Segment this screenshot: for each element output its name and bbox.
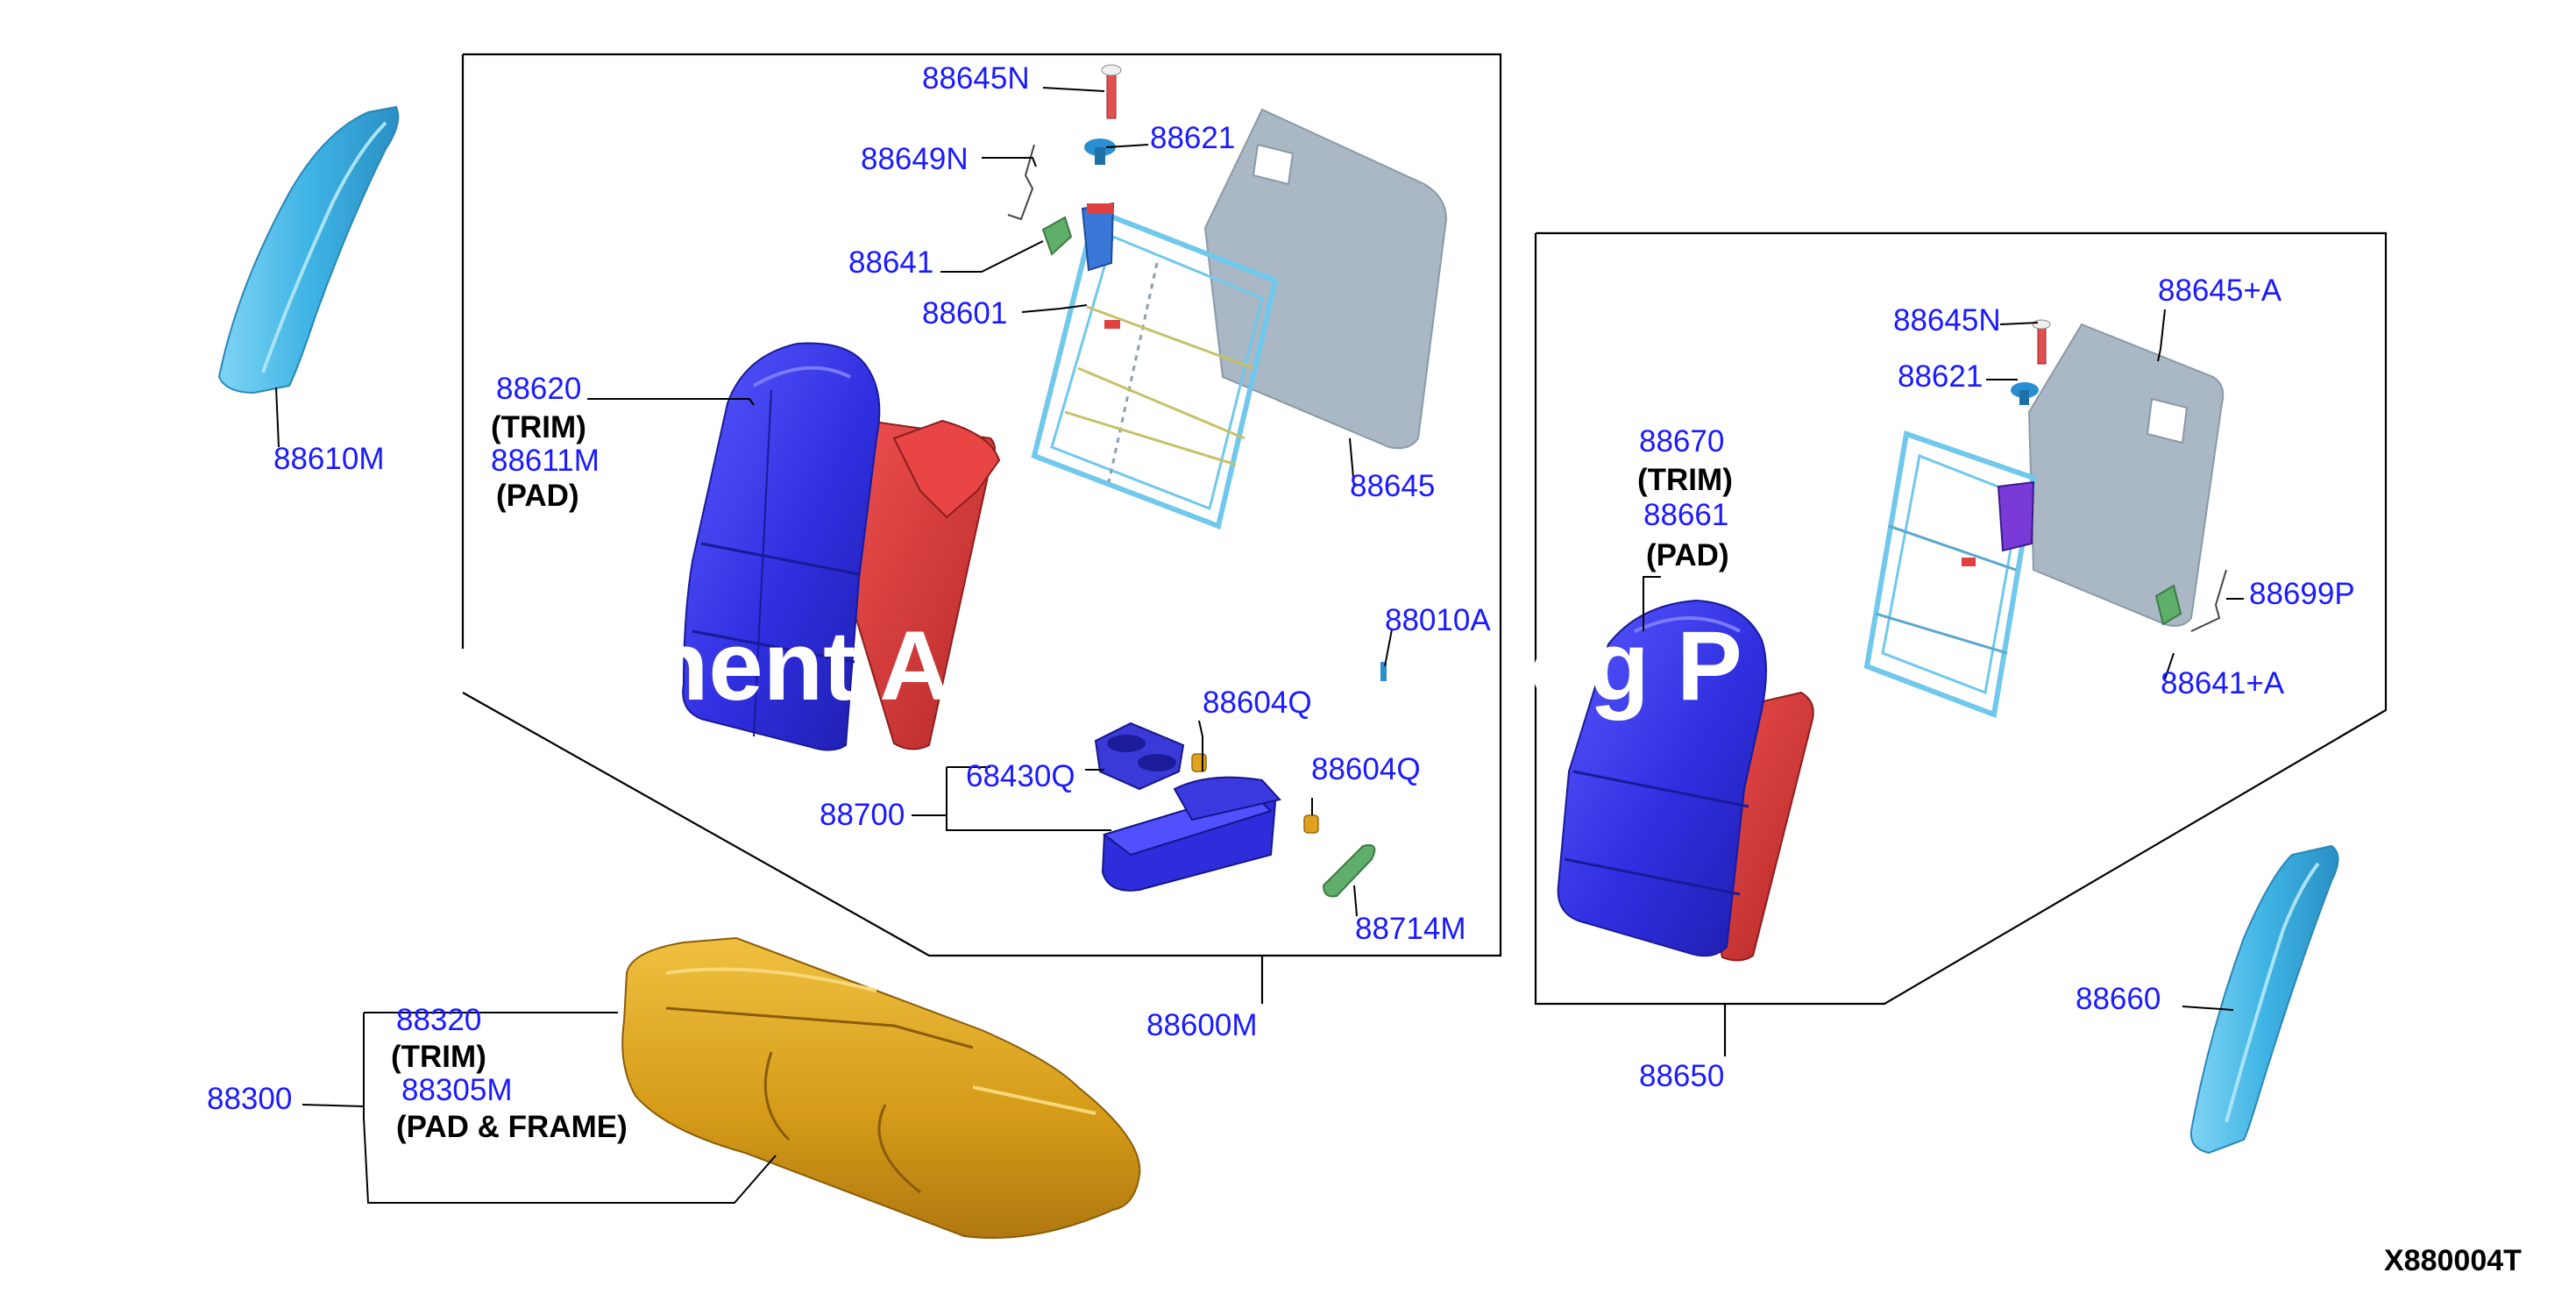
clip-88010A xyxy=(1380,662,1387,681)
wire-88649N xyxy=(1007,144,1035,221)
callout-88300[interactable]: 88300 xyxy=(207,1082,293,1116)
callout-88650[interactable]: 88650 xyxy=(1639,1059,1725,1093)
frame-marker-right xyxy=(1962,558,1976,566)
callout-88010A[interactable]: 88010A xyxy=(1385,603,1491,637)
armrest-88700 xyxy=(1101,776,1281,892)
leader-lines xyxy=(302,87,2244,1204)
callout-88660[interactable]: 88660 xyxy=(2076,982,2161,1016)
note-pad-88661: (PAD) xyxy=(1646,538,1729,572)
callout-88620[interactable]: 88620 xyxy=(496,372,582,406)
note-trim-88670: (TRIM) xyxy=(1637,463,1733,497)
callout-88600M[interactable]: 88600M xyxy=(1146,1008,1258,1042)
callout-88714M[interactable]: 88714M xyxy=(1355,912,1466,946)
bracket-88641 xyxy=(1041,216,1073,256)
callout-88649N[interactable]: 88649N xyxy=(861,142,969,176)
callout-68430Q[interactable]: 68430Q xyxy=(966,759,1075,793)
callout-88645N-right[interactable]: 88645N xyxy=(1893,303,2001,338)
seatback-frame-right xyxy=(1863,430,2037,719)
latch-88601 xyxy=(1081,202,1115,272)
bolt-88645N-left xyxy=(1101,64,1122,119)
callout-88641[interactable]: 88641 xyxy=(848,245,934,280)
plug-88604Q-top xyxy=(1191,753,1207,772)
note-pad-88611M: (PAD) xyxy=(496,479,579,513)
callout-88670[interactable]: 88670 xyxy=(1639,424,1725,459)
callout-88661[interactable]: 88661 xyxy=(1643,498,1729,532)
side-bolster-right xyxy=(2189,844,2339,1155)
clip-88621-right xyxy=(2011,382,2039,405)
callout-88601[interactable]: 88601 xyxy=(922,296,1008,331)
callout-88604Q-top[interactable]: 88604Q xyxy=(1203,686,1312,720)
note-trim-88320: (TRIM) xyxy=(391,1040,486,1074)
callout-88645N-left[interactable]: 88645N xyxy=(922,61,1030,96)
callout-88611M[interactable]: 88611M xyxy=(491,444,600,478)
clip-88621-left xyxy=(1084,139,1116,165)
bracket-88714M xyxy=(1322,844,1376,898)
seatback-frame-left xyxy=(1031,206,1279,530)
seatback-trim-right xyxy=(1557,599,1814,962)
callout-88645A[interactable]: 88645+A xyxy=(2158,274,2282,308)
watermark-left: nent A xyxy=(649,611,951,721)
note-pad-frame-88305M: (PAD & FRAME) xyxy=(396,1110,628,1144)
callout-88699P[interactable]: 88699P xyxy=(2249,577,2355,611)
watermark-right: og P xyxy=(1529,611,1742,721)
plug-88604Q-right xyxy=(1303,814,1319,834)
seat-cushion-88300 xyxy=(621,936,1141,1239)
side-bolster-left xyxy=(217,105,400,448)
note-trim-88620: (TRIM) xyxy=(491,410,586,444)
seatback-board-right xyxy=(2027,323,2225,627)
group-outline-88600M xyxy=(461,53,1502,1004)
callout-88621-right[interactable]: 88621 xyxy=(1898,359,1983,394)
callout-88320[interactable]: 88320 xyxy=(396,1003,482,1037)
group-outline-88650 xyxy=(1534,231,2388,1056)
bolt-88645N-right xyxy=(2032,319,2051,365)
callout-88621-left[interactable]: 88621 xyxy=(1150,121,1236,155)
callout-88700[interactable]: 88700 xyxy=(820,798,905,832)
diagram-code: X880004T xyxy=(2384,1244,2522,1277)
callout-88610M[interactable]: 88610M xyxy=(273,442,385,476)
callout-88645[interactable]: 88645 xyxy=(1350,469,1436,503)
wire-88699P xyxy=(2190,569,2227,632)
cupholder-68430Q xyxy=(1094,722,1185,791)
callout-88604Q-right[interactable]: 88604Q xyxy=(1311,752,1421,786)
callout-88305M[interactable]: 88305M xyxy=(401,1073,513,1107)
bracket-88641A xyxy=(2154,584,2182,626)
latch-right xyxy=(1997,480,2035,552)
seatback-board-left xyxy=(1203,108,1448,450)
frame-marker xyxy=(1104,320,1120,329)
seatback-trim-left xyxy=(682,342,1001,751)
callout-88641A[interactable]: 88641+A xyxy=(2161,666,2285,700)
